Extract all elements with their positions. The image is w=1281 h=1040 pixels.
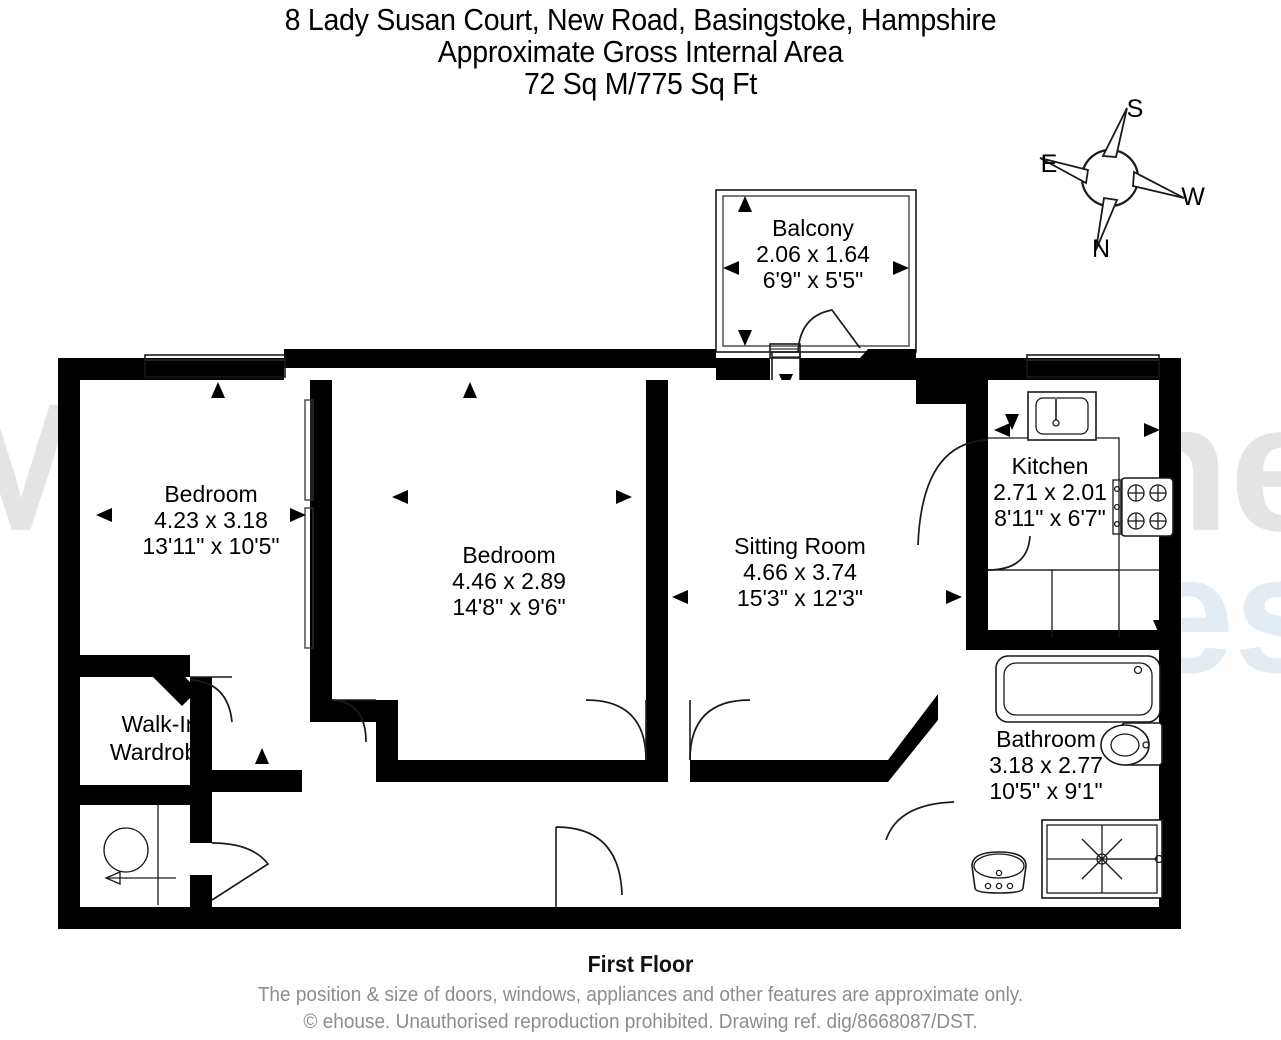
bedroom-2-metric: 4.46 x 2.89 — [452, 568, 566, 594]
bedroom-1-imperial: 13'11" x 10'5" — [142, 533, 279, 559]
sitting-room-imperial: 15'3" x 12'3" — [737, 585, 863, 611]
bathroom-name: Bathroom — [996, 726, 1096, 752]
bedroom-1-door — [331, 699, 376, 743]
floor-label: First Floor — [587, 951, 694, 977]
windows — [144, 343, 1160, 378]
room-bedroom-2: Bedroom 4.46 x 2.89 14'8" x 9'6" — [392, 382, 647, 778]
kitchen-name: Kitchen — [1012, 453, 1089, 479]
compass-label-w: W — [1181, 183, 1205, 211]
balcony-name: Balcony — [772, 215, 854, 241]
balcony-imperial: 6'9" x 5'5" — [763, 267, 864, 293]
wardrobe-name-line1: Walk-In — [121, 711, 198, 737]
balcony-metric: 2.06 x 1.64 — [756, 241, 870, 267]
bedroom-2-imperial: 14'8" x 9'6" — [452, 594, 565, 620]
footer-disclaimer: The position & size of doors, windows, a… — [32, 982, 1249, 1035]
compass-label-e: E — [1041, 150, 1058, 178]
title-line-address: 8 Lady Susan Court, New Road, Basingstok… — [284, 2, 997, 37]
footer-line-2: © ehouse. Unauthorised reproduction proh… — [303, 1010, 978, 1033]
sitting-room-name: Sitting Room — [734, 533, 866, 559]
bedroom-2-name: Bedroom — [462, 542, 555, 568]
hall-door — [555, 826, 623, 907]
page-title: 8 Lady Susan Court, New Road, Basingstok… — [0, 4, 1281, 100]
bathroom-metric: 3.18 x 2.77 — [989, 752, 1103, 778]
title-line-area-value: 72 Sq M/775 Sq Ft — [523, 65, 758, 101]
bedroom-1-name: Bedroom — [164, 481, 257, 507]
sitting-room-entry-door — [885, 801, 955, 841]
room-kitchen: Kitchen 2.71 x 2.01 8'11" x 6'7" — [917, 391, 1174, 638]
room-bathroom: Bathroom 3.18 x 2.77 10'5" x 9'1" — [971, 655, 1164, 899]
store-cupboard — [103, 805, 270, 905]
title-line-area-label: Approximate Gross Internal Area — [437, 33, 844, 69]
room-balcony: Balcony 2.06 x 1.64 6'9" x 5'5" — [715, 189, 917, 391]
compass-rose: S E W N — [1039, 95, 1205, 263]
bedroom-1-metric: 4.23 x 3.18 — [154, 507, 268, 533]
compass-label-n: N — [1092, 235, 1110, 263]
wardrobe-name-line2: Wardrobe — [110, 739, 210, 765]
compass-label-s: S — [1127, 95, 1144, 123]
interior-partitions — [80, 358, 1159, 907]
footer-line-1: The position & size of doors, windows, a… — [257, 984, 1024, 1006]
bathroom-imperial: 10'5" x 9'1" — [989, 778, 1102, 804]
kitchen-metric: 2.71 x 2.01 — [993, 479, 1107, 505]
sitting-room-metric: 4.66 x 3.74 — [743, 559, 857, 585]
room-bedroom-1: Bedroom 4.23 x 3.18 13'11" x 10'5" — [96, 382, 314, 649]
room-sitting-room: Sitting Room 4.66 x 3.74 15'3" x 12'3" — [672, 533, 962, 778]
kitchen-imperial: 8'11" x 6'7" — [994, 505, 1106, 531]
room-walk-in-wardrobe: Walk-In Wardrobe — [110, 676, 269, 765]
